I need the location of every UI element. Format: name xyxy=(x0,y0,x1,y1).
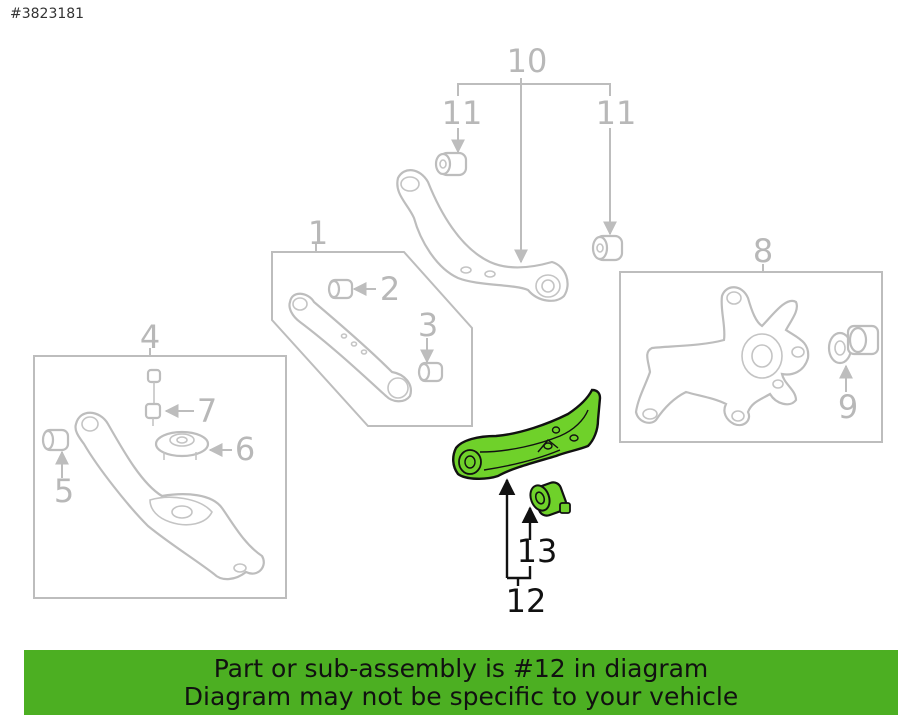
bushing-13[interactable] xyxy=(527,480,571,518)
bushing-2[interactable] xyxy=(327,278,354,300)
callout-11-left: 11 xyxy=(442,94,483,132)
spring-seat-6[interactable] xyxy=(154,430,210,460)
banner-line-2: Diagram may not be specific to your vehi… xyxy=(183,682,739,711)
upper-control-arm[interactable] xyxy=(396,169,569,302)
callout-10: 10 xyxy=(507,42,548,80)
bushing-5[interactable] xyxy=(41,428,70,452)
callout-12: 12 xyxy=(506,582,547,620)
knuckle-group: 8 9 xyxy=(619,232,883,443)
bushing-11-right[interactable] xyxy=(591,234,624,262)
rear-knuckle[interactable] xyxy=(634,286,810,427)
banner-line-1: Part or sub-assembly is #12 in diagram xyxy=(213,654,709,683)
callout-1: 1 xyxy=(308,214,328,252)
info-banner: Part or sub-assembly is #12 in diagram D… xyxy=(24,650,898,715)
upper-arm-group: 10 11 11 xyxy=(396,42,637,302)
callout-6: 6 xyxy=(235,430,255,468)
trailing-arm-12[interactable] xyxy=(452,388,602,480)
callout-11-right: 11 xyxy=(596,94,637,132)
callout-2: 2 xyxy=(380,270,400,308)
callout-5: 5 xyxy=(54,472,74,510)
callout-8: 8 xyxy=(753,232,773,270)
bushing-3[interactable] xyxy=(417,361,444,383)
callout-4: 4 xyxy=(140,318,160,356)
callout-7: 7 xyxy=(197,392,217,430)
hub-bearing-9[interactable] xyxy=(827,324,880,365)
callout-3: 3 xyxy=(418,306,438,344)
part-reference-id: #3823181 xyxy=(10,6,85,22)
callout-13: 13 xyxy=(517,532,558,570)
highlighted-part-group: 13 12 xyxy=(452,388,602,620)
lower-arm-group: 4 5 6 7 xyxy=(33,318,287,599)
bushing-11-left[interactable] xyxy=(434,151,468,177)
callout-9: 9 xyxy=(838,388,858,426)
stabilizer-link-7[interactable] xyxy=(144,368,162,426)
lower-control-arm[interactable] xyxy=(74,411,265,581)
lateral-link-arm[interactable] xyxy=(288,292,412,403)
lateral-link-group: 1 2 3 xyxy=(271,214,473,427)
